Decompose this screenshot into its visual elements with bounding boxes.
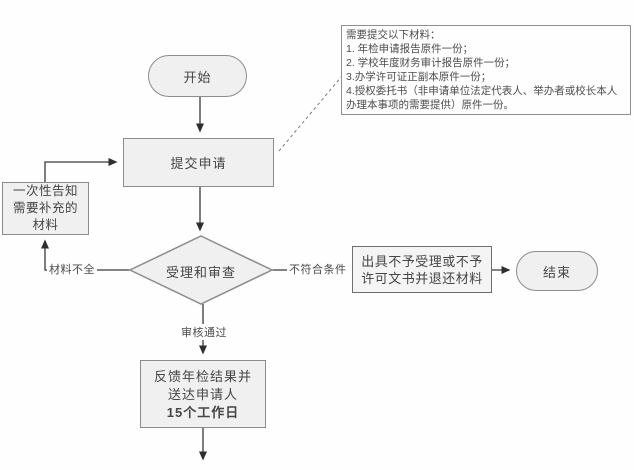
submit-application-node: 提交申请 — [123, 138, 274, 187]
review-decision-node: 受理和审查 — [130, 262, 272, 281]
reject-document-node: 出具不予受理或不予许可文书并退还材料 — [352, 246, 492, 293]
end-node: 结束 — [516, 251, 598, 291]
edge-label-approved: 审核通过 — [179, 324, 229, 340]
review-diamond-shape — [128, 235, 274, 305]
notify-supplement-label: 一次性告知需要补充的材料 — [12, 184, 78, 232]
note-item-2: 2. 学校年度财务审计报告原件一份； — [346, 57, 516, 69]
start-label: 开始 — [183, 69, 212, 85]
edge-label-incomplete-materials: 材料不全 — [47, 261, 97, 277]
note-item-1: 1. 年检申请报告原件一份； — [346, 43, 474, 55]
review-decision-label: 受理和审查 — [165, 265, 236, 280]
reject-document-label: 出具不予受理或不予许可文书并退还材料 — [361, 253, 483, 286]
notify-supplement-node: 一次性告知需要补充的材料 — [2, 182, 89, 235]
required-materials-note: 需要提交以下材料： 1. 年检申请报告原件一份； 2. 学校年度财务审计报告原件… — [341, 25, 631, 115]
edge-notify-to-submit — [44, 158, 118, 182]
feedback-result-node: 反馈年检结果并 送达申请人 15个工作日 — [140, 360, 266, 428]
note-item-3: 3.办学许可证正副本原件一份； — [346, 71, 492, 83]
note-title: 需要提交以下材料： — [346, 29, 441, 41]
edge-submit-to-note-dashed — [278, 75, 343, 152]
submit-application-label: 提交申请 — [170, 156, 227, 171]
edge-label-not-qualified: 不符合条件 — [287, 261, 349, 277]
end-label: 结束 — [542, 264, 571, 280]
edge-review-to-notify — [41, 239, 130, 271]
feedback-line-2: 送达申请人 — [167, 386, 238, 402]
feedback-line-3: 15个工作日 — [166, 404, 240, 420]
note-item-4: 4.授权委托书（非申请单位法定代表人、举办者或校长本人办理本事项的需要提供）原件… — [346, 85, 618, 111]
start-node: 开始 — [148, 55, 247, 97]
feedback-line-1: 反馈年检结果并 — [153, 368, 252, 384]
